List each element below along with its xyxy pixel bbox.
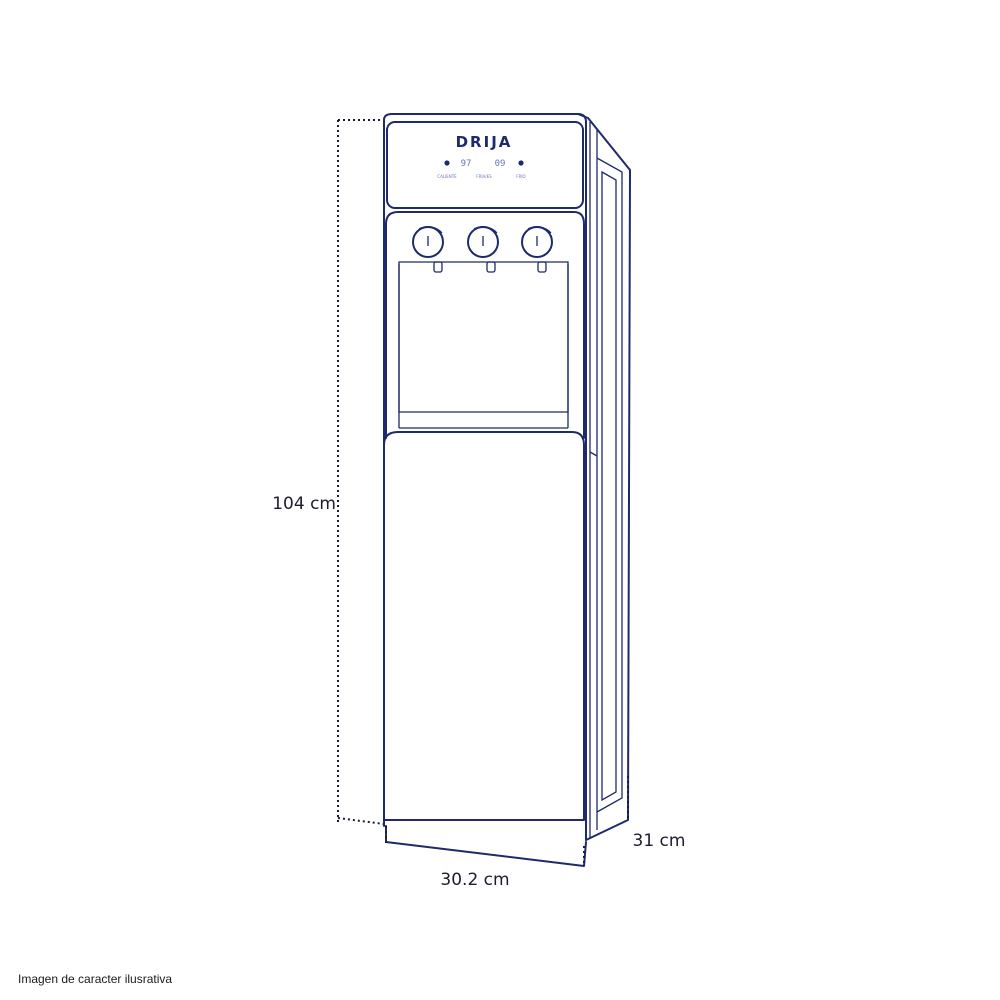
dispenser-front-body — [383, 113, 587, 841]
depth-label: 31 cm — [633, 831, 686, 851]
left-readout: 97 — [461, 159, 472, 169]
brand-logo: DRIJA — [456, 133, 513, 151]
illustrative-caption: Imagen de caracter ilusrativa — [18, 972, 173, 986]
width-dimension-line — [385, 826, 585, 866]
panel-label-center: FRIA/ES — [476, 174, 492, 179]
width-label: 30.2 cm — [440, 870, 509, 890]
height-label: 104 cm — [272, 494, 336, 514]
faucet-warm-knob — [467, 226, 499, 273]
right-readout: 09 — [495, 159, 506, 169]
dispenser-base — [385, 825, 587, 867]
hot-indicator-light — [444, 160, 450, 166]
panel-label-right: FRIO — [516, 174, 525, 179]
cold-indicator-light — [518, 160, 524, 166]
dispensing-area — [385, 211, 585, 439]
faucet-hot-knob — [412, 226, 444, 273]
panel-label-left: CALIENTE — [437, 174, 457, 179]
faucet-cold-knob — [521, 226, 553, 273]
height-dimension-line — [337, 119, 385, 825]
cabinet-door — [383, 431, 585, 821]
control-panel — [386, 121, 584, 209]
